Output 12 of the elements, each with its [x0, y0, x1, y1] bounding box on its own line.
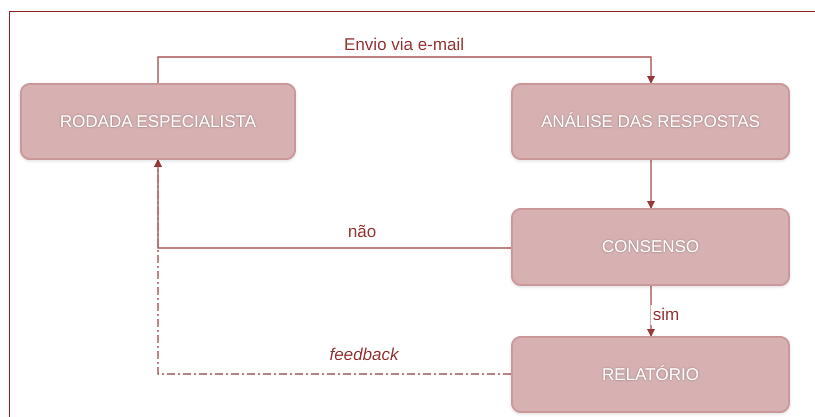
box-label: CONSENSO	[602, 237, 700, 257]
process-box	[511, 208, 790, 286]
process-box	[20, 83, 296, 160]
box-label: ANÁLISE DAS RESPOSTAS	[541, 112, 760, 132]
arrow	[157, 56, 655, 84]
edge-label: sim	[650, 305, 682, 325]
process-box	[511, 336, 790, 413]
arrow	[154, 159, 511, 375]
box-label: RODADA ESPECIALISTA	[60, 112, 256, 132]
arrow	[647, 160, 655, 209]
process-box	[511, 83, 790, 160]
box-label: RELATÓRIO	[602, 364, 699, 384]
